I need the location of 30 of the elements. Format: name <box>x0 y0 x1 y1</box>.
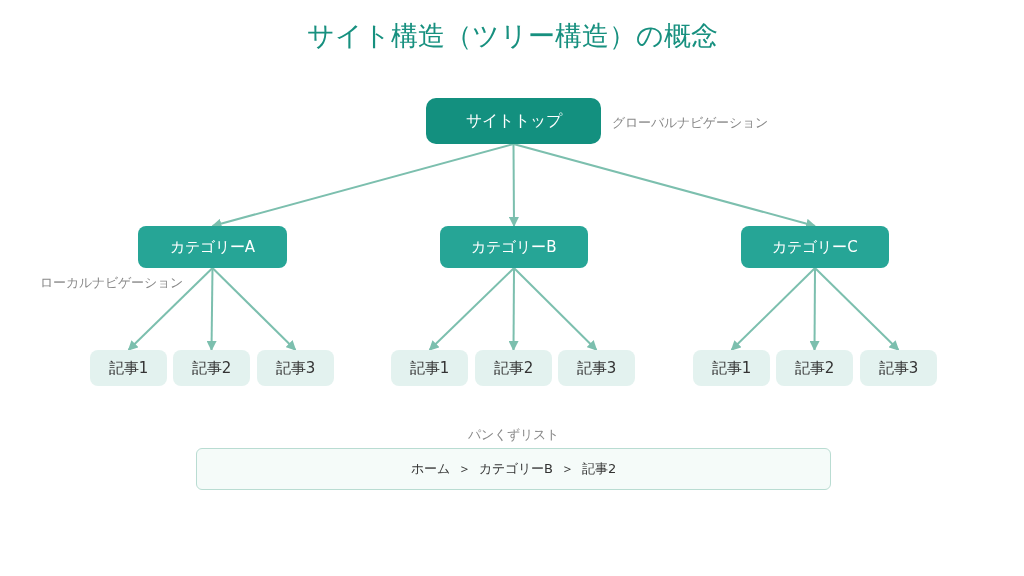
breadcrumb-heading: パンくずリスト <box>467 426 560 444</box>
article-box: 記事3 <box>257 350 334 386</box>
navigation-caption: ローカルナビゲーション <box>40 274 183 292</box>
arrow <box>512 143 816 229</box>
article-box: 記事2 <box>475 350 552 386</box>
arrow <box>127 267 214 351</box>
breadcrumb-bar: ホーム ＞ カテゴリーB ＞ 記事2 <box>196 448 831 490</box>
arrow <box>508 143 519 227</box>
category-box: カテゴリーA <box>138 226 287 268</box>
category-box: カテゴリーB <box>440 226 588 268</box>
article-box: 記事2 <box>173 350 250 386</box>
article-box: 記事1 <box>90 350 167 386</box>
site-top-box: サイトトップ <box>426 98 601 144</box>
title: サイト構造（ツリー構造）の概念 <box>305 19 719 53</box>
category-box: カテゴリーC <box>741 226 889 268</box>
article-box: 記事2 <box>776 350 853 386</box>
arrow <box>814 267 900 351</box>
arrow <box>508 267 519 351</box>
arrow <box>206 267 217 351</box>
arrow <box>211 267 297 351</box>
article-box: 記事1 <box>391 350 468 386</box>
navigation-caption: グローバルナビゲーション <box>612 114 768 132</box>
arrow <box>211 143 515 229</box>
arrow <box>730 267 816 351</box>
article-box: 記事1 <box>693 350 770 386</box>
arrow <box>809 267 820 351</box>
arrow <box>513 267 598 351</box>
article-box: 記事3 <box>558 350 635 386</box>
article-box: 記事3 <box>860 350 937 386</box>
arrow <box>428 267 515 351</box>
